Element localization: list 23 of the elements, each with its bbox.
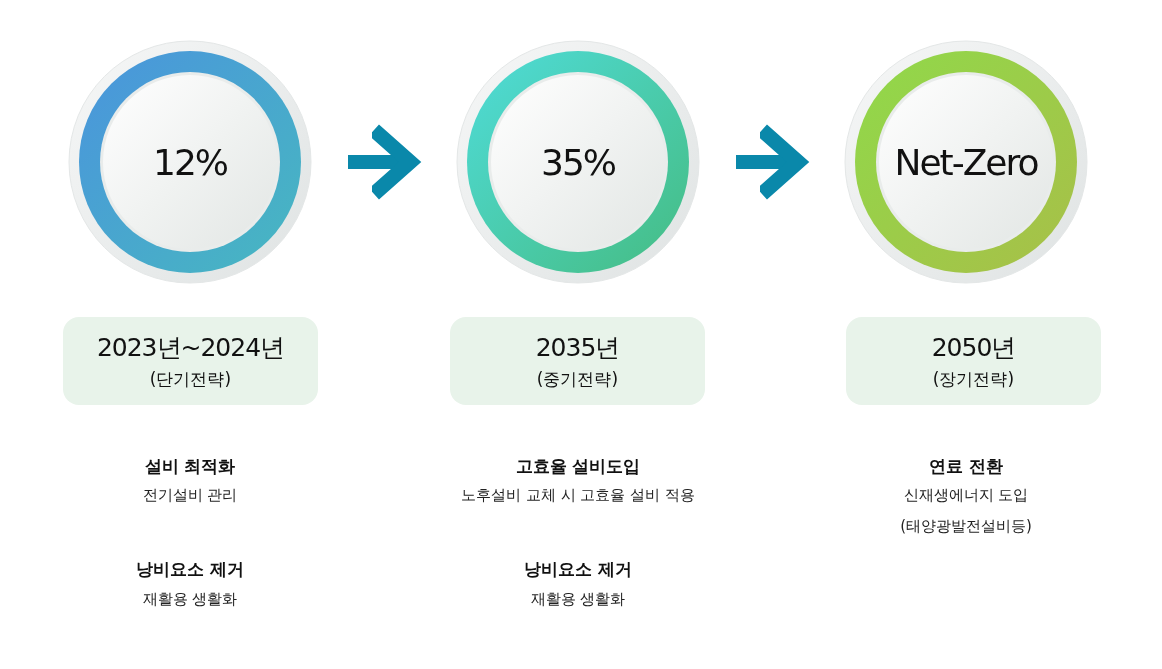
percentage-value: Net-Zero xyxy=(894,141,1038,183)
strategy-heading: 연료 전환 xyxy=(929,455,1003,478)
strategy-term: (중기전략) xyxy=(536,368,619,391)
year-range: 2050년 xyxy=(931,332,1016,364)
strategy-detail: (태양광발전설비등) xyxy=(900,517,1032,536)
strategy-heading: 설비 최적화 xyxy=(144,455,236,478)
progress-ring xyxy=(456,40,700,284)
strategy-detail: 신재생에너지 도입 xyxy=(903,486,1029,505)
strategy-detail: 재활용 생활화 xyxy=(530,590,626,609)
strategy-heading: 낭비요소 제거 xyxy=(524,558,632,581)
strategy-detail: 재활용 생활화 xyxy=(142,590,238,609)
year-range: 2035년 xyxy=(535,332,620,364)
strategy-heading: 고효율 설비도입 xyxy=(515,455,641,478)
progress-ring xyxy=(68,40,312,284)
percentage-value: 12% xyxy=(153,141,227,183)
strategy-term: (장기전략) xyxy=(932,368,1015,391)
strategy-detail: 전기설비 관리 xyxy=(142,486,238,505)
progress-ring xyxy=(844,40,1088,284)
percentage-value: 35% xyxy=(541,141,615,183)
year-range: 2023년~2024년 xyxy=(96,332,285,364)
strategy-detail: 노후설비 교체 시 고효율 설비 적용 xyxy=(461,486,695,505)
strategy-term: (단기전략) xyxy=(149,368,232,391)
strategy-heading: 낭비요소 제거 xyxy=(136,558,244,581)
